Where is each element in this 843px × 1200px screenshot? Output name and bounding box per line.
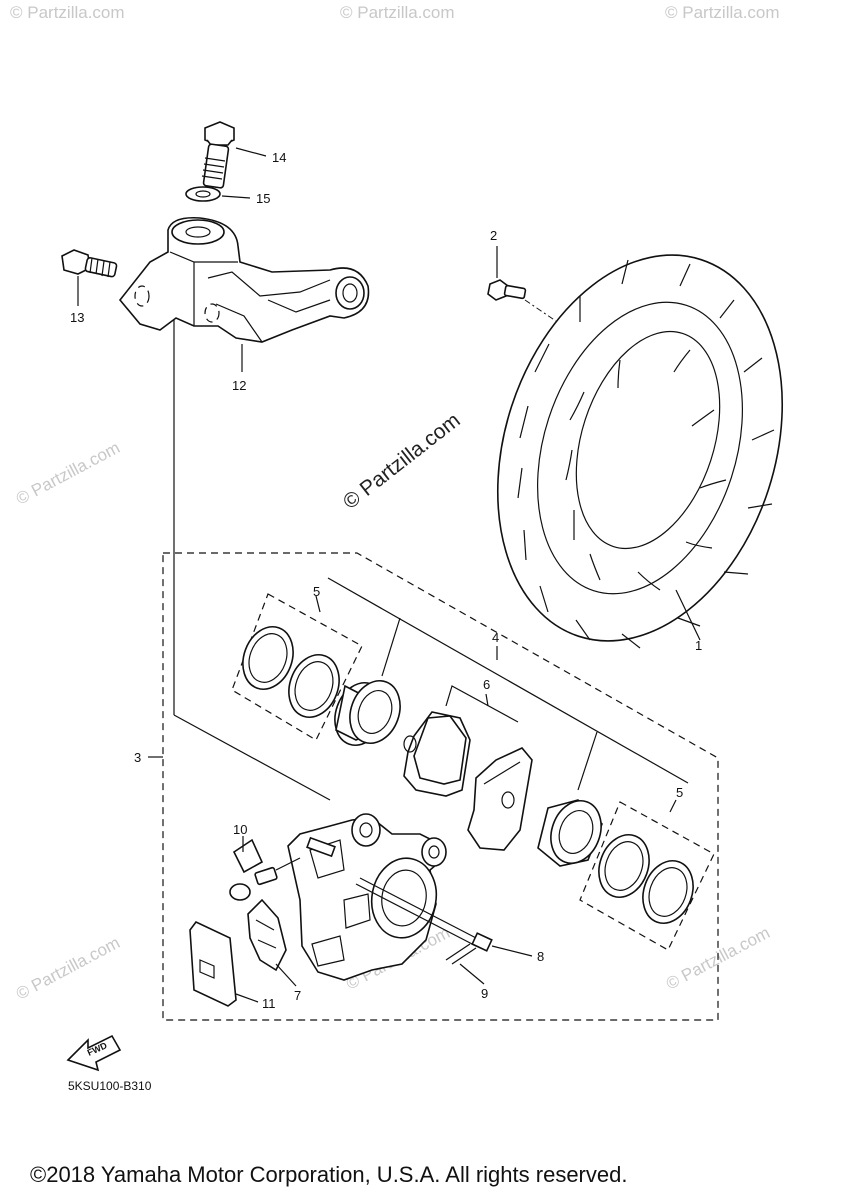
callout-12: 12 — [232, 378, 246, 393]
callout-15: 15 — [256, 191, 270, 206]
callout-5-right: 5 — [676, 785, 683, 800]
part-12-bracket — [118, 216, 370, 343]
caliper-assembly-outline — [162, 552, 719, 1021]
watermark: © Partzilla.com — [13, 933, 123, 1004]
callout-3: 3 — [134, 750, 141, 765]
watermark: © Partzilla.com — [13, 438, 123, 509]
part-8-pad-pin — [355, 877, 493, 952]
part-6-pad-right — [467, 747, 533, 851]
part-11-shim — [189, 920, 237, 1007]
diagram-code: 5KSU100-B310 — [68, 1079, 152, 1093]
part-5-seals-left — [242, 626, 340, 718]
part-6-pad-left — [403, 711, 471, 797]
callout-5-left: 5 — [313, 584, 320, 599]
watermark: © Partzilla.com — [10, 3, 125, 22]
part-9-clip — [445, 943, 477, 965]
part-5-seals-right — [598, 834, 694, 924]
part-10-bleed-screw — [229, 838, 301, 901]
callout-7: 7 — [294, 988, 301, 1003]
callout-9: 9 — [481, 986, 488, 1001]
piston-right — [537, 799, 603, 867]
part-7-pad-spring — [247, 898, 287, 972]
callout-11: 11 — [262, 996, 276, 1011]
callout-2: 2 — [490, 228, 497, 243]
callout-13: 13 — [70, 310, 84, 325]
callout-10: 10 — [233, 822, 247, 837]
piston-left — [334, 680, 401, 746]
callout-4: 4 — [492, 630, 499, 645]
callout-14: 14 — [272, 150, 286, 165]
callout-1: 1 — [695, 638, 702, 653]
callout-6: 6 — [483, 677, 490, 692]
part-15-washer — [185, 186, 221, 202]
part-13-bolt — [61, 249, 118, 278]
watermark: © Partzilla.com — [665, 3, 780, 22]
callout-8: 8 — [537, 949, 544, 964]
part-1-brake-disc — [496, 254, 784, 649]
fwd-arrow-icon: FWD — [66, 1034, 122, 1072]
center-watermark: © Partzilla.com — [339, 409, 465, 514]
watermark: © Partzilla.com — [340, 3, 455, 22]
part-14-bolt — [201, 121, 235, 189]
part-2-bolt — [487, 279, 527, 301]
caliper-body — [287, 813, 447, 981]
copyright-footer: ©2018 Yamaha Motor Corporation, U.S.A. A… — [30, 1162, 627, 1187]
seal-kit-outline-right — [579, 801, 715, 951]
